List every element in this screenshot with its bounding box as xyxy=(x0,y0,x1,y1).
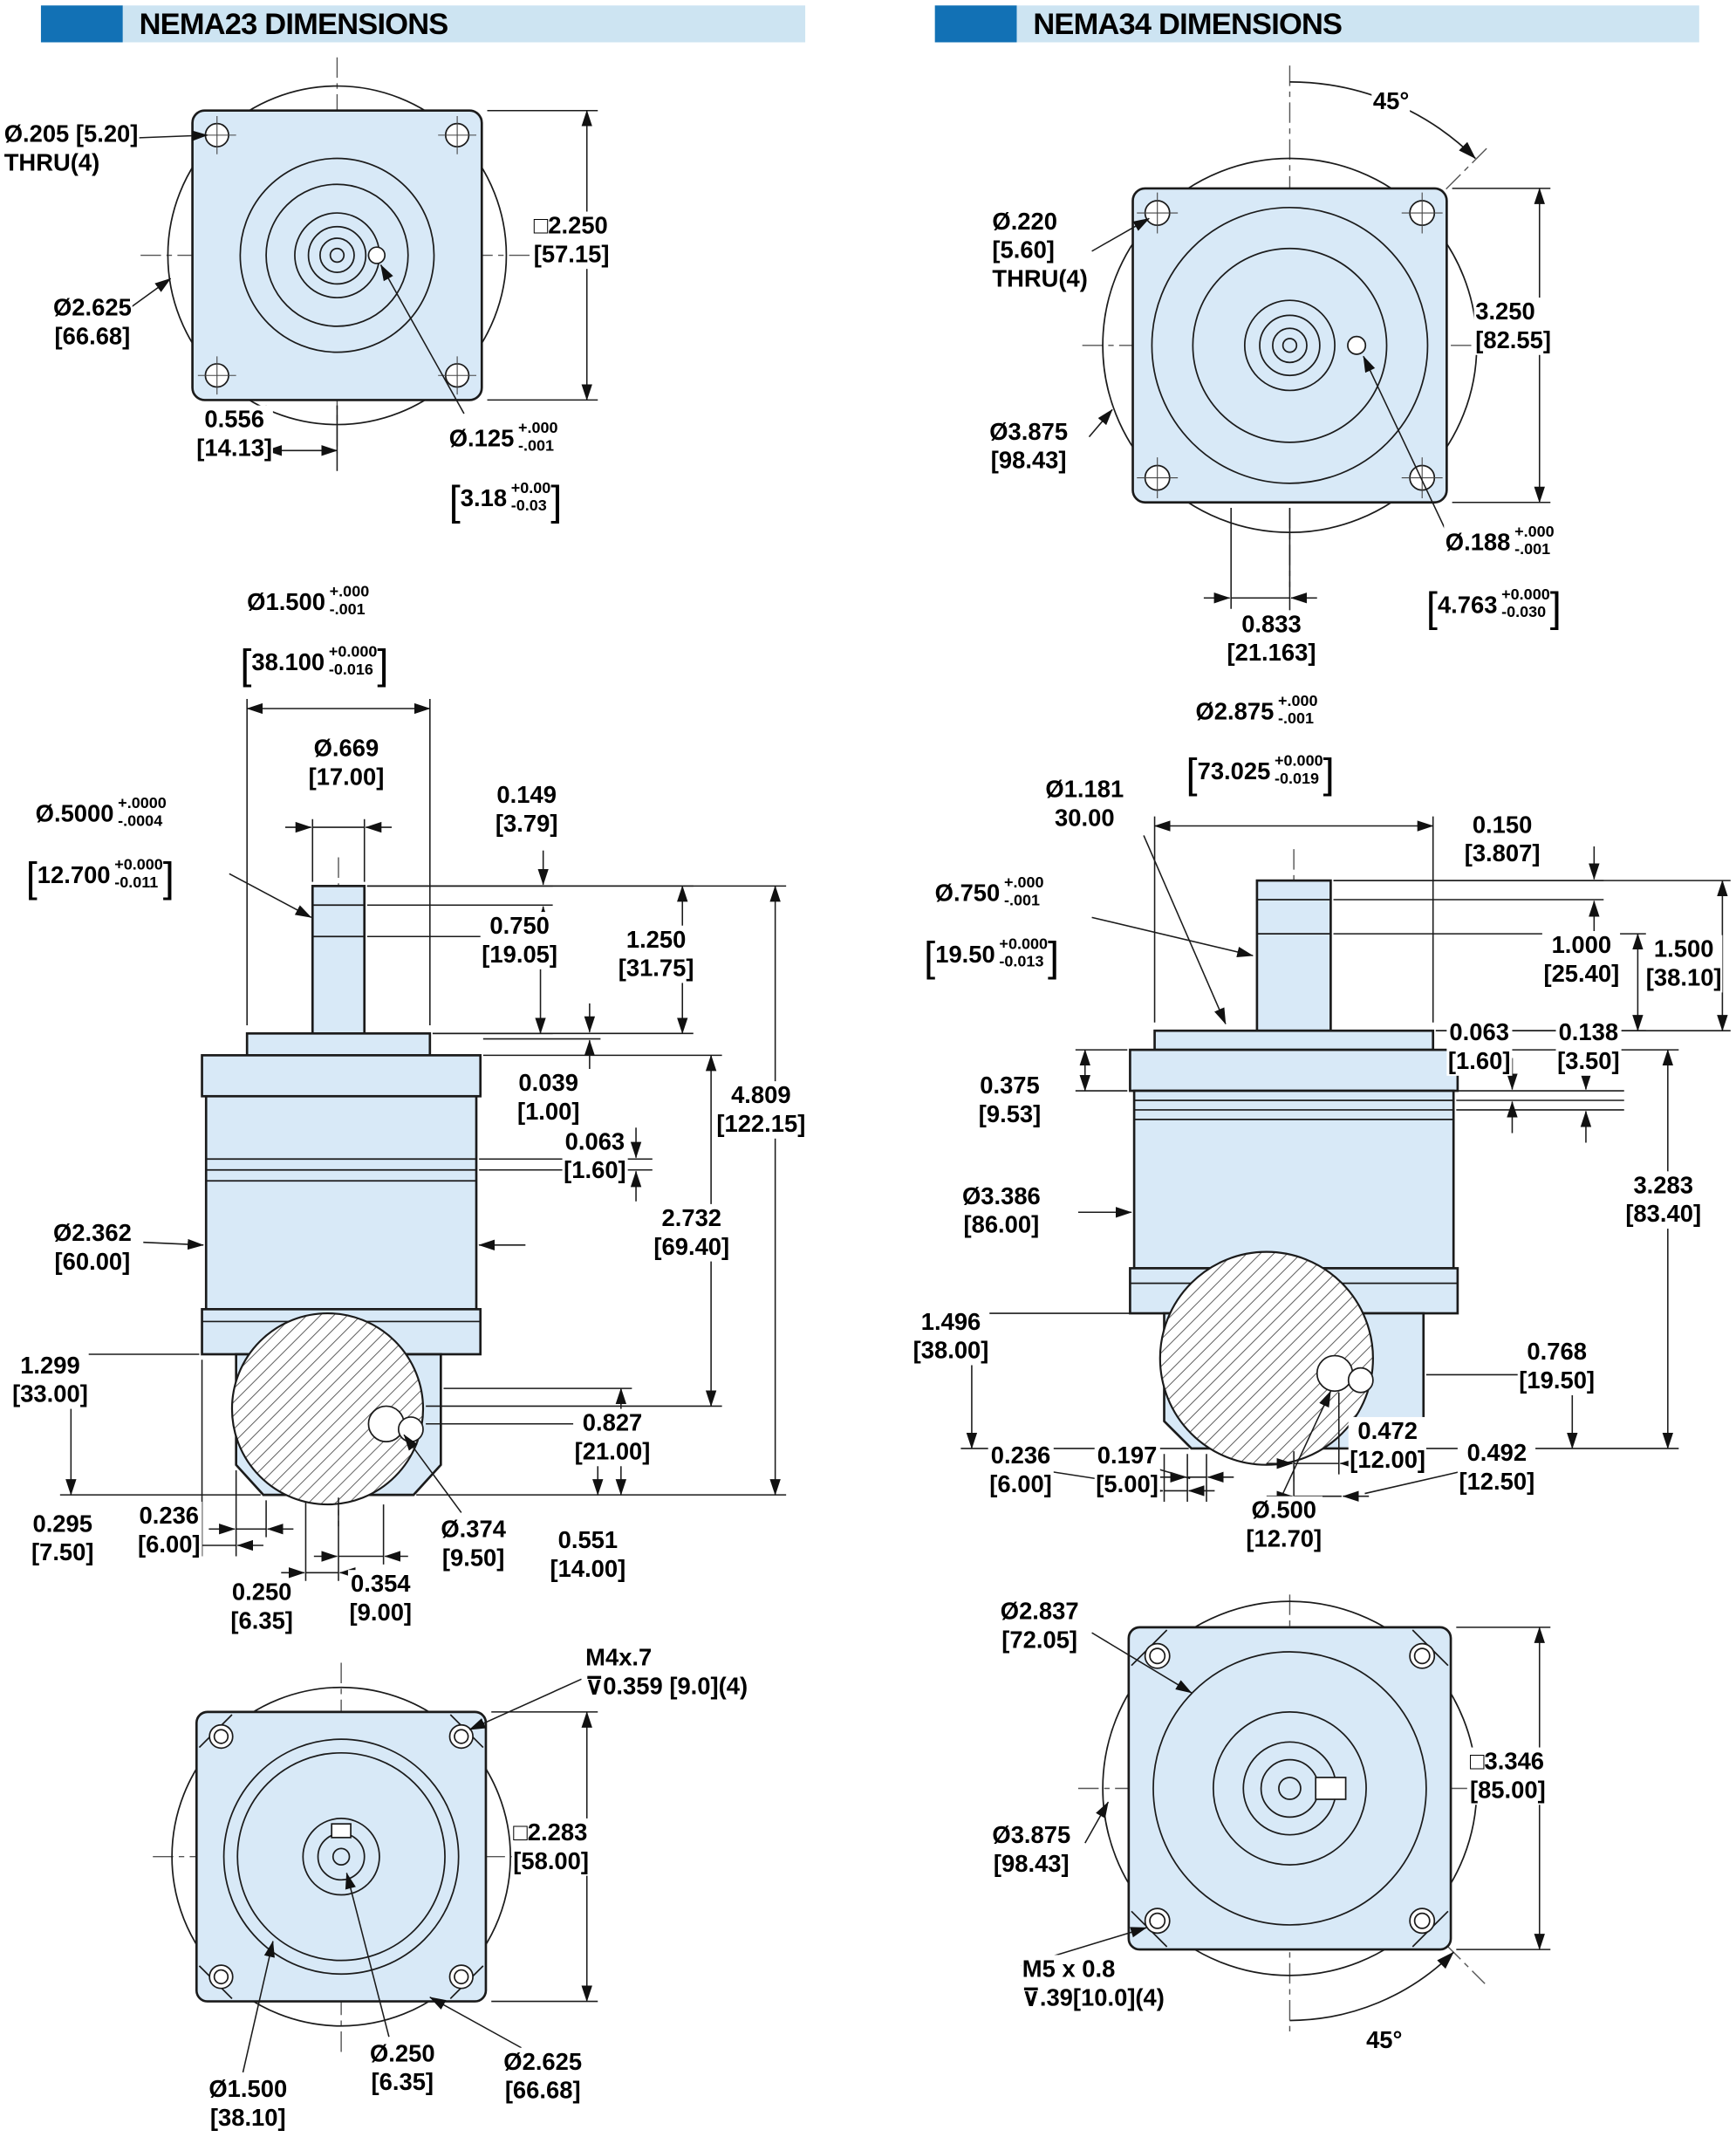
dim-n34-side-0500: Ø.500 [12.70] xyxy=(1244,1496,1323,1554)
dim-n23-rear-tap: M4x.7 ⊽0.359 [9.0](4) xyxy=(584,1643,749,1702)
dim-n23-side-1250: 1.250 [31.75] xyxy=(617,925,696,983)
dim-n23-side-0551: 0.551 [14.00] xyxy=(548,1526,627,1584)
dim-n23-side-0063: 0.063 [1.60] xyxy=(562,1127,628,1185)
dim-n23-side-0236: 0.236 [6.00] xyxy=(136,1501,202,1559)
dim-n34-side-0472: 0.472 [12.00] xyxy=(1348,1416,1427,1475)
dim-n34-side-1000: 1.000 [25.40] xyxy=(1541,930,1621,989)
dim-n34-side-body-dia: Ø3.386 [86.00] xyxy=(960,1182,1042,1240)
dim-n23-side-hub: Ø.669 [17.00] xyxy=(307,734,386,792)
dim-n23-side-0374: Ø.374 [9.50] xyxy=(439,1515,508,1573)
nema23-front-view xyxy=(130,57,598,471)
dim-n34-side-hub: Ø1.181 30.00 xyxy=(1043,775,1125,833)
dim-n23-side-2732: 2.732 [69.40] xyxy=(652,1203,731,1262)
dim-n34-side-0236: 0.236 [6.00] xyxy=(988,1442,1054,1499)
dim-n34-side-1496: 1.496 [38.00] xyxy=(912,1307,990,1366)
dim-n34-side-pilot-mm: [73.025+0.000 -0.019] xyxy=(1184,751,1336,798)
dim-n23-front-bolt-circle: Ø2.625 [66.68] xyxy=(51,293,133,352)
dim-n34-side-pilot-in: Ø2.875+.000 -.001 xyxy=(1193,693,1320,729)
dim-n34-front-offset: 0.833 [21.163] xyxy=(1225,610,1318,668)
dim-n34-side-shaft-mm: [19.50+0.000 -0.013] xyxy=(922,935,1061,981)
nema34-title: NEMA34 DIMENSIONS xyxy=(1033,6,1343,41)
nema34-header-accent xyxy=(934,5,1017,43)
nema23-header-bar xyxy=(122,5,806,43)
dim-n34-front-angle: 45° xyxy=(1371,87,1411,116)
dim-n34-side-0150: 0.150 [3.807] xyxy=(1463,811,1542,869)
dim-n34-front-square: 3.250 [82.55] xyxy=(1473,298,1553,355)
dim-n23-rear-pilot: Ø1.500 [38.10] xyxy=(207,2075,289,2133)
dim-n34-side-0768: 0.768 [19.50] xyxy=(1517,1338,1596,1395)
dim-n34-rear-tap: M5 x 0.8 ⊽.39[10.0](4) xyxy=(1021,1955,1166,2013)
dim-n23-side-1299: 1.299 [33.00] xyxy=(10,1351,90,1409)
dim-n23-front-thru-hole: Ø.205 [5.20] THRU(4) xyxy=(3,120,140,178)
dim-n34-front-dowel-mm: [4.763+0.000 -0.030] xyxy=(1425,585,1563,631)
dim-n34-front-bolt-circle: Ø3.875 [98.43] xyxy=(988,417,1070,476)
nema34-side-view xyxy=(960,816,1731,1505)
dim-n34-rear-face-circle: Ø2.837 [72.05] xyxy=(999,1597,1081,1655)
dim-n23-side-0149: 0.149 [3.79] xyxy=(494,780,560,839)
dim-n23-rear-bolt-circle: Ø2.625 [66.68] xyxy=(502,2047,584,2106)
dim-n23-front-square: □2.250 [57.15] xyxy=(532,211,612,270)
dim-n34-side-3283: 3.283 [83.40] xyxy=(1623,1171,1703,1229)
dim-n34-front-thru-hole: Ø.220 [5.60] THRU(4) xyxy=(990,207,1090,294)
nema23-rear-view xyxy=(153,1662,598,2073)
dim-n23-side-pilot-mm: [38.100+0.000 -0.016] xyxy=(238,642,391,688)
dim-n34-side-0197: 0.197 [5.00] xyxy=(1094,1442,1160,1499)
dim-n23-side-body-dia: Ø2.362 [60.00] xyxy=(51,1219,133,1277)
dim-n23-side-shaft-mm: [12.700+0.000 -0.011] xyxy=(24,855,176,901)
dim-n34-side-0492: 0.492 [12.50] xyxy=(1457,1438,1536,1497)
dim-n34-rear-square: □3.346 [85.00] xyxy=(1468,1747,1548,1805)
nema23-title: NEMA23 DIMENSIONS xyxy=(139,6,449,41)
dim-n23-side-pilot-in: Ø1.500+.000 -.001 xyxy=(245,584,371,620)
dim-n23-side-0354: 0.354 [9.00] xyxy=(347,1570,413,1627)
nema34-header-bar xyxy=(1016,5,1699,43)
dim-n34-rear-bolt-circle: Ø3.875 [98.43] xyxy=(990,1821,1072,1879)
dim-n34-rear-angle: 45° xyxy=(1364,2025,1405,2055)
dim-n23-rear-square: □2.283 [58.00] xyxy=(511,1818,591,1876)
dim-n34-front-dowel-in: Ø.188+.000 -.001 xyxy=(1444,524,1556,560)
dim-n23-front-offset: 0.556 [14.13] xyxy=(195,405,274,463)
nema23-header-accent xyxy=(40,5,123,43)
dim-n23-front-dowel-mm: [3.18+0.00 -0.03] xyxy=(448,478,564,524)
dim-n23-side-0039: 0.039 [1.00] xyxy=(516,1069,582,1127)
dim-n23-rear-bore: Ø.250 [6.35] xyxy=(368,2039,437,2098)
nema34-rear-view xyxy=(1021,1594,1551,2038)
dim-n34-side-1500: 1.500 [38.10] xyxy=(1644,935,1724,993)
dim-n23-front-dowel-in: Ø.125+.000 -.001 xyxy=(448,420,560,456)
dim-n23-side-0827: 0.827 [21.00] xyxy=(573,1408,652,1467)
dim-n23-side-0250: 0.250 [6.35] xyxy=(229,1578,295,1636)
nema23-side-view xyxy=(59,699,787,1581)
dim-n34-side-0138: 0.138 [3.50] xyxy=(1555,1018,1622,1076)
dim-n34-side-shaft-in: Ø.750+.000 -.001 xyxy=(933,874,1046,911)
dim-n23-side-4809: 4.809 [122.15] xyxy=(714,1081,807,1139)
dim-n23-side-0295: 0.295 [7.50] xyxy=(30,1510,96,1568)
dim-n23-side-0750: 0.750 [19.05] xyxy=(480,912,559,969)
nema34-front-view xyxy=(1082,65,1551,628)
dim-n23-side-shaft-in: Ø.5000+.0000 -.0004 xyxy=(34,796,168,832)
dim-n34-side-0375: 0.375 [9.53] xyxy=(977,1072,1042,1129)
dim-n34-side-0063: 0.063 [1.60] xyxy=(1446,1018,1513,1076)
